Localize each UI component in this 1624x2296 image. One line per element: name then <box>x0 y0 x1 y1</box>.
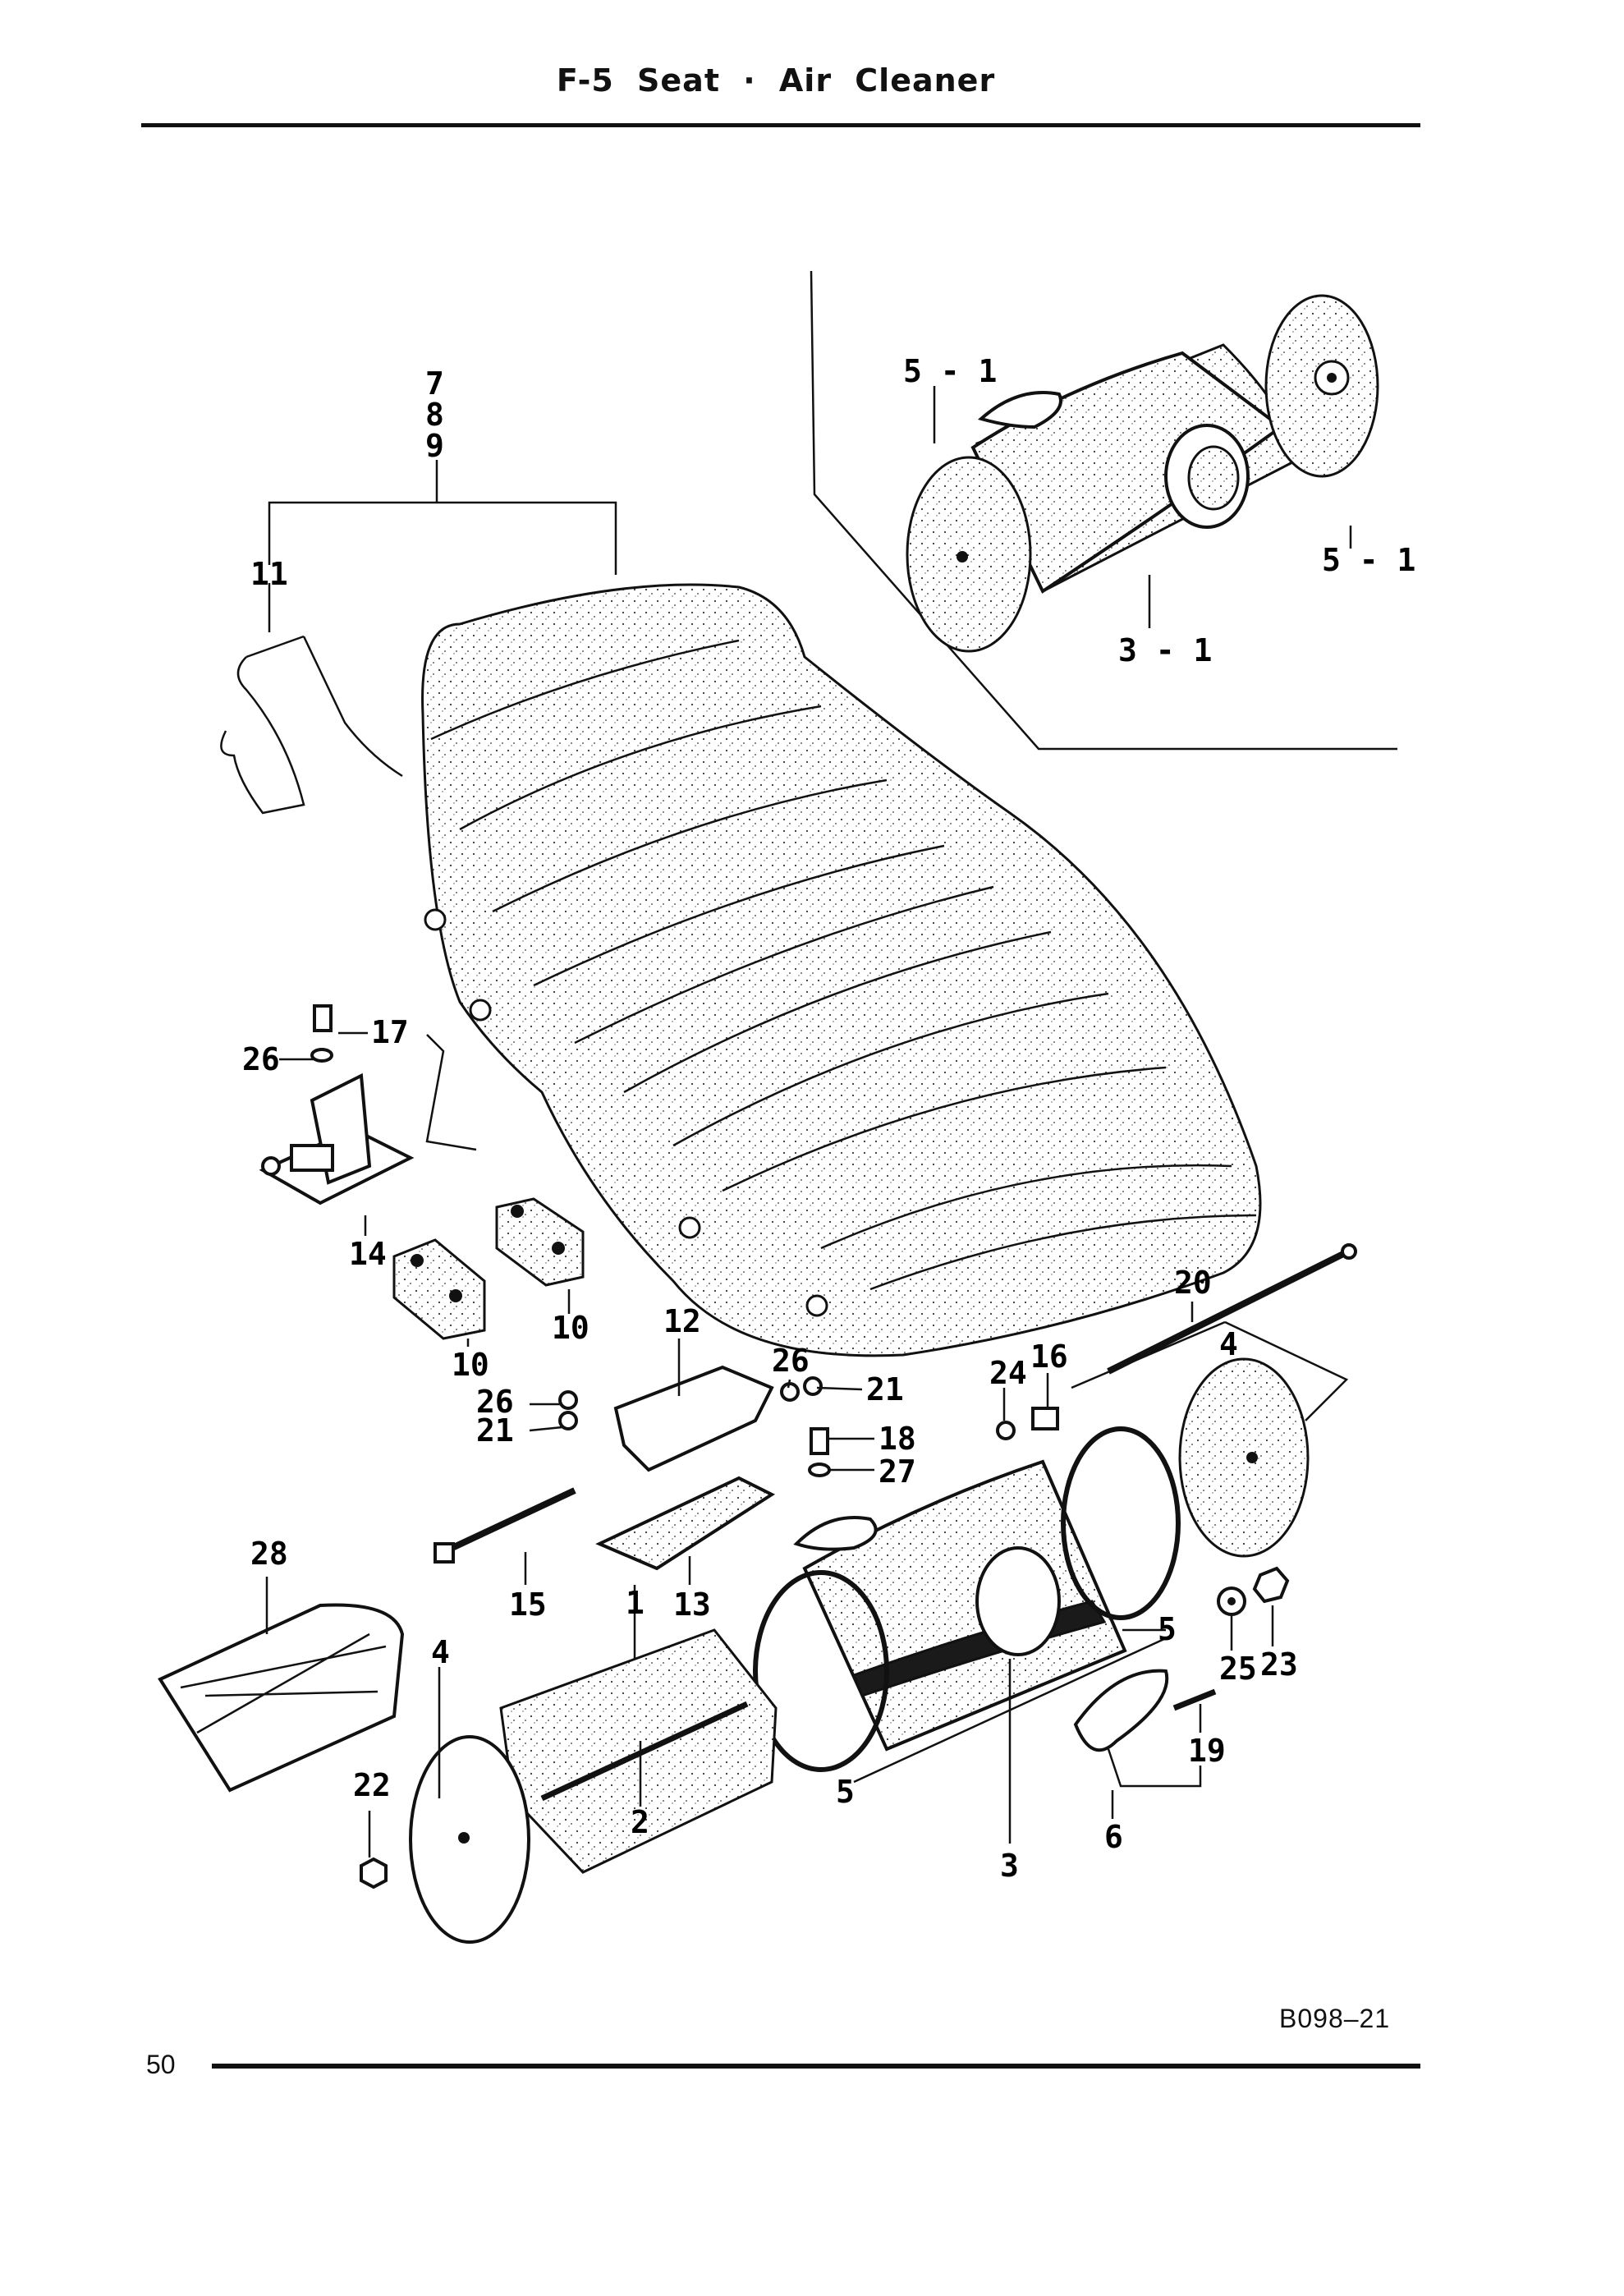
callout-14: 14 <box>349 1236 387 1272</box>
inset-air-cleaner <box>906 294 1379 653</box>
battery-holder <box>158 1603 405 1793</box>
callout-22: 22 <box>353 1767 391 1803</box>
callout-28: 28 <box>250 1536 288 1572</box>
callout-18: 18 <box>879 1421 916 1457</box>
small-hardware <box>996 1407 1290 1711</box>
callout-3: 3 <box>1000 1848 1019 1884</box>
callout-2: 2 <box>631 1804 649 1840</box>
callout-7: 7 <box>425 365 444 402</box>
callout-8: 8 <box>425 397 444 433</box>
callout-21-left: 21 <box>476 1412 514 1449</box>
figure-code: B098–21 <box>1279 2004 1391 2033</box>
bracket-assembly <box>434 1365 831 1571</box>
callout-5-1-inset-left: 5 - 1 <box>903 353 997 389</box>
callout-labels: 7 8 9 11 5 - 1 5 - 1 3 - 1 17 26 14 10 1… <box>242 353 1415 1884</box>
callout-25: 25 <box>1219 1651 1257 1687</box>
callout-1: 1 <box>626 1585 645 1621</box>
callout-15: 15 <box>509 1587 547 1623</box>
air-cleaner-case <box>753 1357 1310 1772</box>
page-number: 50 <box>146 2050 176 2079</box>
callout-16: 16 <box>1030 1339 1068 1375</box>
callout-5-lower: 5 <box>836 1774 855 1810</box>
callout-6: 6 <box>1104 1819 1123 1855</box>
footer-rule <box>212 2064 1420 2069</box>
callout-19: 19 <box>1188 1733 1226 1769</box>
callout-20: 20 <box>1174 1265 1212 1301</box>
callout-9: 9 <box>425 428 444 464</box>
callout-23: 23 <box>1260 1646 1298 1683</box>
callout-13: 13 <box>673 1587 711 1623</box>
seat-rubber-blocks <box>392 1197 585 1340</box>
callout-26-left: 26 <box>476 1384 514 1420</box>
callout-17: 17 <box>371 1014 409 1050</box>
callout-4-upper: 4 <box>1219 1326 1238 1362</box>
callout-21-bracket: 21 <box>866 1371 904 1407</box>
callout-11: 11 <box>250 556 288 592</box>
seat-strap-wire <box>220 635 403 815</box>
air-cleaner-band <box>1073 1669 1169 1752</box>
callout-4-lower: 4 <box>431 1634 450 1670</box>
air-cleaner-element <box>499 1628 778 1874</box>
seat-lock <box>259 1004 477 1205</box>
callout-3-1: 3 - 1 <box>1118 632 1212 668</box>
callout-27: 27 <box>879 1453 916 1490</box>
callout-26-lock: 26 <box>242 1041 280 1077</box>
seat <box>421 583 1262 1357</box>
callout-5-right: 5 <box>1158 1611 1177 1647</box>
header-rule <box>141 123 1420 127</box>
inset-end-cap-left <box>906 456 1032 653</box>
callout-10-upper: 10 <box>552 1310 590 1346</box>
callout-24: 24 <box>989 1355 1027 1391</box>
long-bolt <box>1107 1243 1357 1375</box>
callout-10-lower: 10 <box>452 1347 489 1383</box>
callout-12: 12 <box>663 1303 701 1339</box>
page-title: F-5 Seat · Air Cleaner <box>556 62 996 99</box>
callout-26-bracket: 26 <box>772 1343 810 1379</box>
callout-5-1-inset-right: 5 - 1 <box>1322 542 1415 578</box>
leader-lines <box>265 386 1352 1857</box>
